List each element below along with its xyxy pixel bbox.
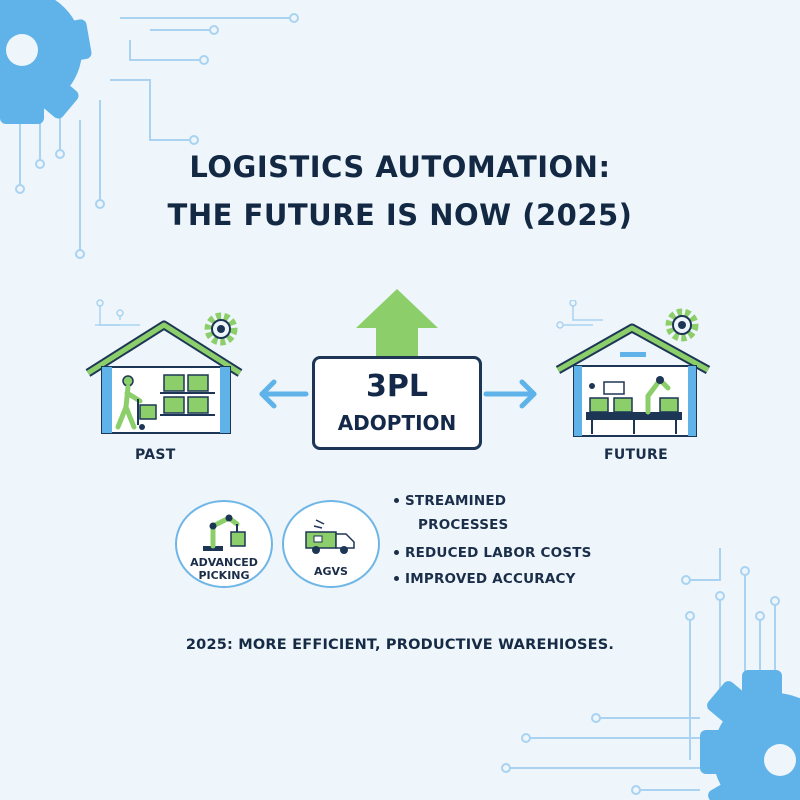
adoption-subheading: ADOPTION bbox=[337, 411, 457, 435]
arrows-graphic bbox=[259, 289, 537, 409]
badge-label-line1: AGVS bbox=[314, 565, 348, 578]
future-label: FUTURE bbox=[604, 447, 668, 463]
badge-label-line1: ADVANCED bbox=[190, 556, 258, 569]
benefit-text: REDUCED LABOR COSTS bbox=[405, 545, 592, 561]
benefit-item-continuation: PROCESSES bbox=[418, 517, 508, 533]
robot-arm-icon bbox=[203, 514, 246, 551]
page-subtitle: THE FUTURE IS NOW (2025) bbox=[167, 198, 633, 232]
gear-icon bbox=[204, 312, 238, 346]
agv-vehicle-icon bbox=[305, 519, 355, 554]
future-warehouse-illustration bbox=[555, 300, 711, 437]
bullet-icon bbox=[394, 498, 399, 503]
gear-icon bbox=[665, 308, 699, 342]
past-warehouse-illustration bbox=[85, 299, 243, 434]
adoption-box: 3PL ADOPTION bbox=[312, 356, 482, 450]
agvs-badge: AGVS bbox=[282, 500, 380, 588]
right-arrow-icon bbox=[483, 379, 537, 409]
advanced-picking-badge: ADVANCED PICKING bbox=[175, 500, 273, 588]
bullet-icon bbox=[394, 576, 399, 581]
page-title: LOGISTICS AUTOMATION: bbox=[189, 150, 611, 184]
up-arrow-icon bbox=[356, 289, 438, 357]
benefit-item: REDUCED LABOR COSTS bbox=[394, 545, 592, 561]
left-arrow-icon bbox=[259, 379, 309, 409]
bullet-icon bbox=[394, 550, 399, 555]
gear-icon bbox=[700, 670, 800, 800]
gear-icon bbox=[0, 0, 92, 124]
benefit-item: IMPROVED ACCURACY bbox=[394, 571, 576, 587]
benefit-text: PROCESSES bbox=[418, 517, 509, 533]
adoption-heading: 3PL bbox=[366, 369, 428, 404]
benefit-text: IMPROVED ACCURACY bbox=[405, 571, 576, 587]
badge-label-line2: PICKING bbox=[198, 569, 250, 582]
past-label: PAST bbox=[135, 447, 176, 463]
benefit-text: STREAMINED bbox=[405, 493, 507, 509]
conclusion-text: 2025: MORE EFFICIENT, PRODUCTIVE WAREHIO… bbox=[185, 637, 615, 653]
benefit-item: STREAMINED bbox=[394, 493, 507, 509]
